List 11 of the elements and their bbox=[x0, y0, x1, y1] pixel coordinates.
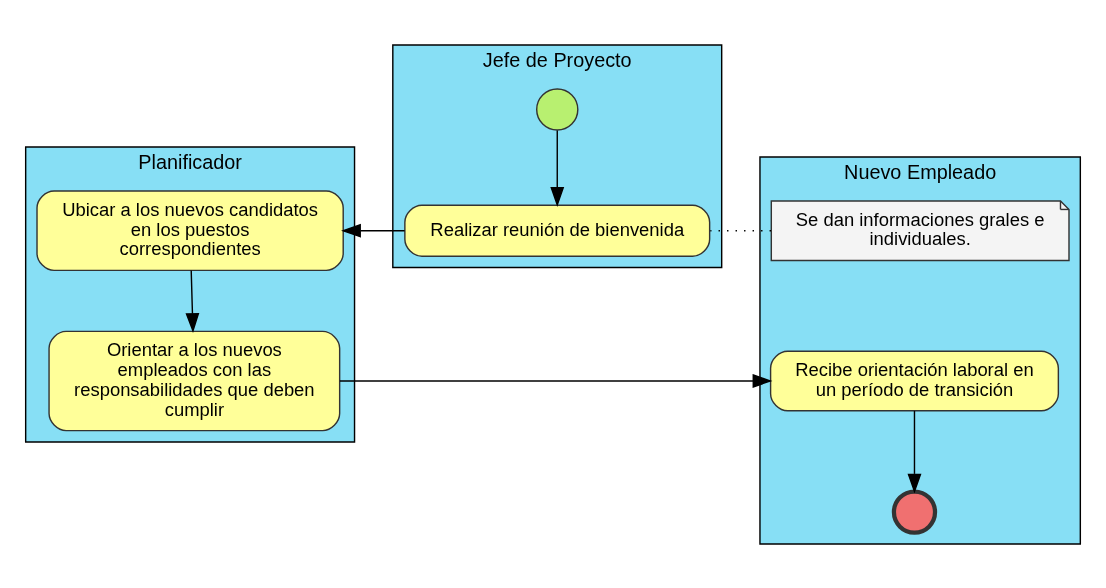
node-box: Realizar reunión de bienvenida bbox=[404, 204, 711, 257]
node-circle bbox=[891, 488, 938, 535]
arrow bbox=[550, 129, 565, 207]
node-box: Recibe orientación laboral en un período de transición bbox=[769, 350, 1060, 411]
arrow bbox=[907, 409, 922, 494]
node-box: Orientar a los nuevos empleados con las responsabilidades que deben cumplir bbox=[48, 330, 341, 431]
arrow bbox=[341, 223, 406, 238]
node-box: Ubicar a los nuevos candidatos en los puestos correspondientes bbox=[36, 189, 344, 271]
arrow bbox=[339, 373, 773, 388]
node-circle bbox=[536, 87, 579, 131]
arrow bbox=[185, 269, 200, 333]
